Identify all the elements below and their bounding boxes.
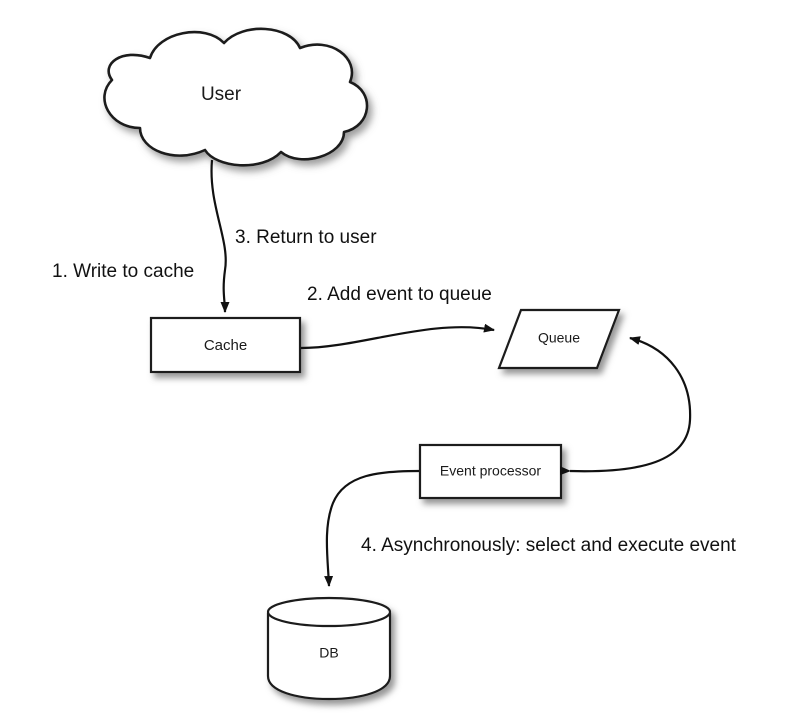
event-processor-box-outline	[418, 443, 563, 500]
node-label-event-processor: Event processor	[440, 463, 541, 479]
step-label-1: 1. Write to cache	[52, 261, 194, 282]
node-db[interactable]: DB	[266, 596, 392, 701]
node-queue[interactable]: Queue	[497, 308, 621, 370]
node-label-queue: Queue	[538, 330, 580, 346]
edge-queue-event-processor	[559, 336, 692, 476]
step-label-4: 4. Asynchronously: select and execute ev…	[361, 535, 737, 556]
edge-event-processor-to-db	[324, 469, 420, 587]
cache-box-outline	[149, 316, 302, 374]
step-label-3: 3. Return to user	[235, 227, 377, 248]
node-label-db: DB	[319, 645, 338, 661]
node-label-user: User	[201, 84, 242, 105]
node-user[interactable]: User	[103, 27, 369, 167]
node-event-processor[interactable]: Event processor	[418, 443, 563, 500]
db-cylinder-body	[266, 611, 392, 701]
edge-cache-to-queue	[300, 323, 495, 350]
db-cylinder-top	[266, 596, 392, 628]
node-cache[interactable]: Cache	[149, 316, 302, 374]
edge-user-to-cache	[210, 159, 230, 313]
user-cloud-outline	[103, 27, 369, 167]
node-label-cache: Cache	[204, 337, 247, 354]
step-label-2: 2. Add event to queue	[307, 284, 492, 305]
